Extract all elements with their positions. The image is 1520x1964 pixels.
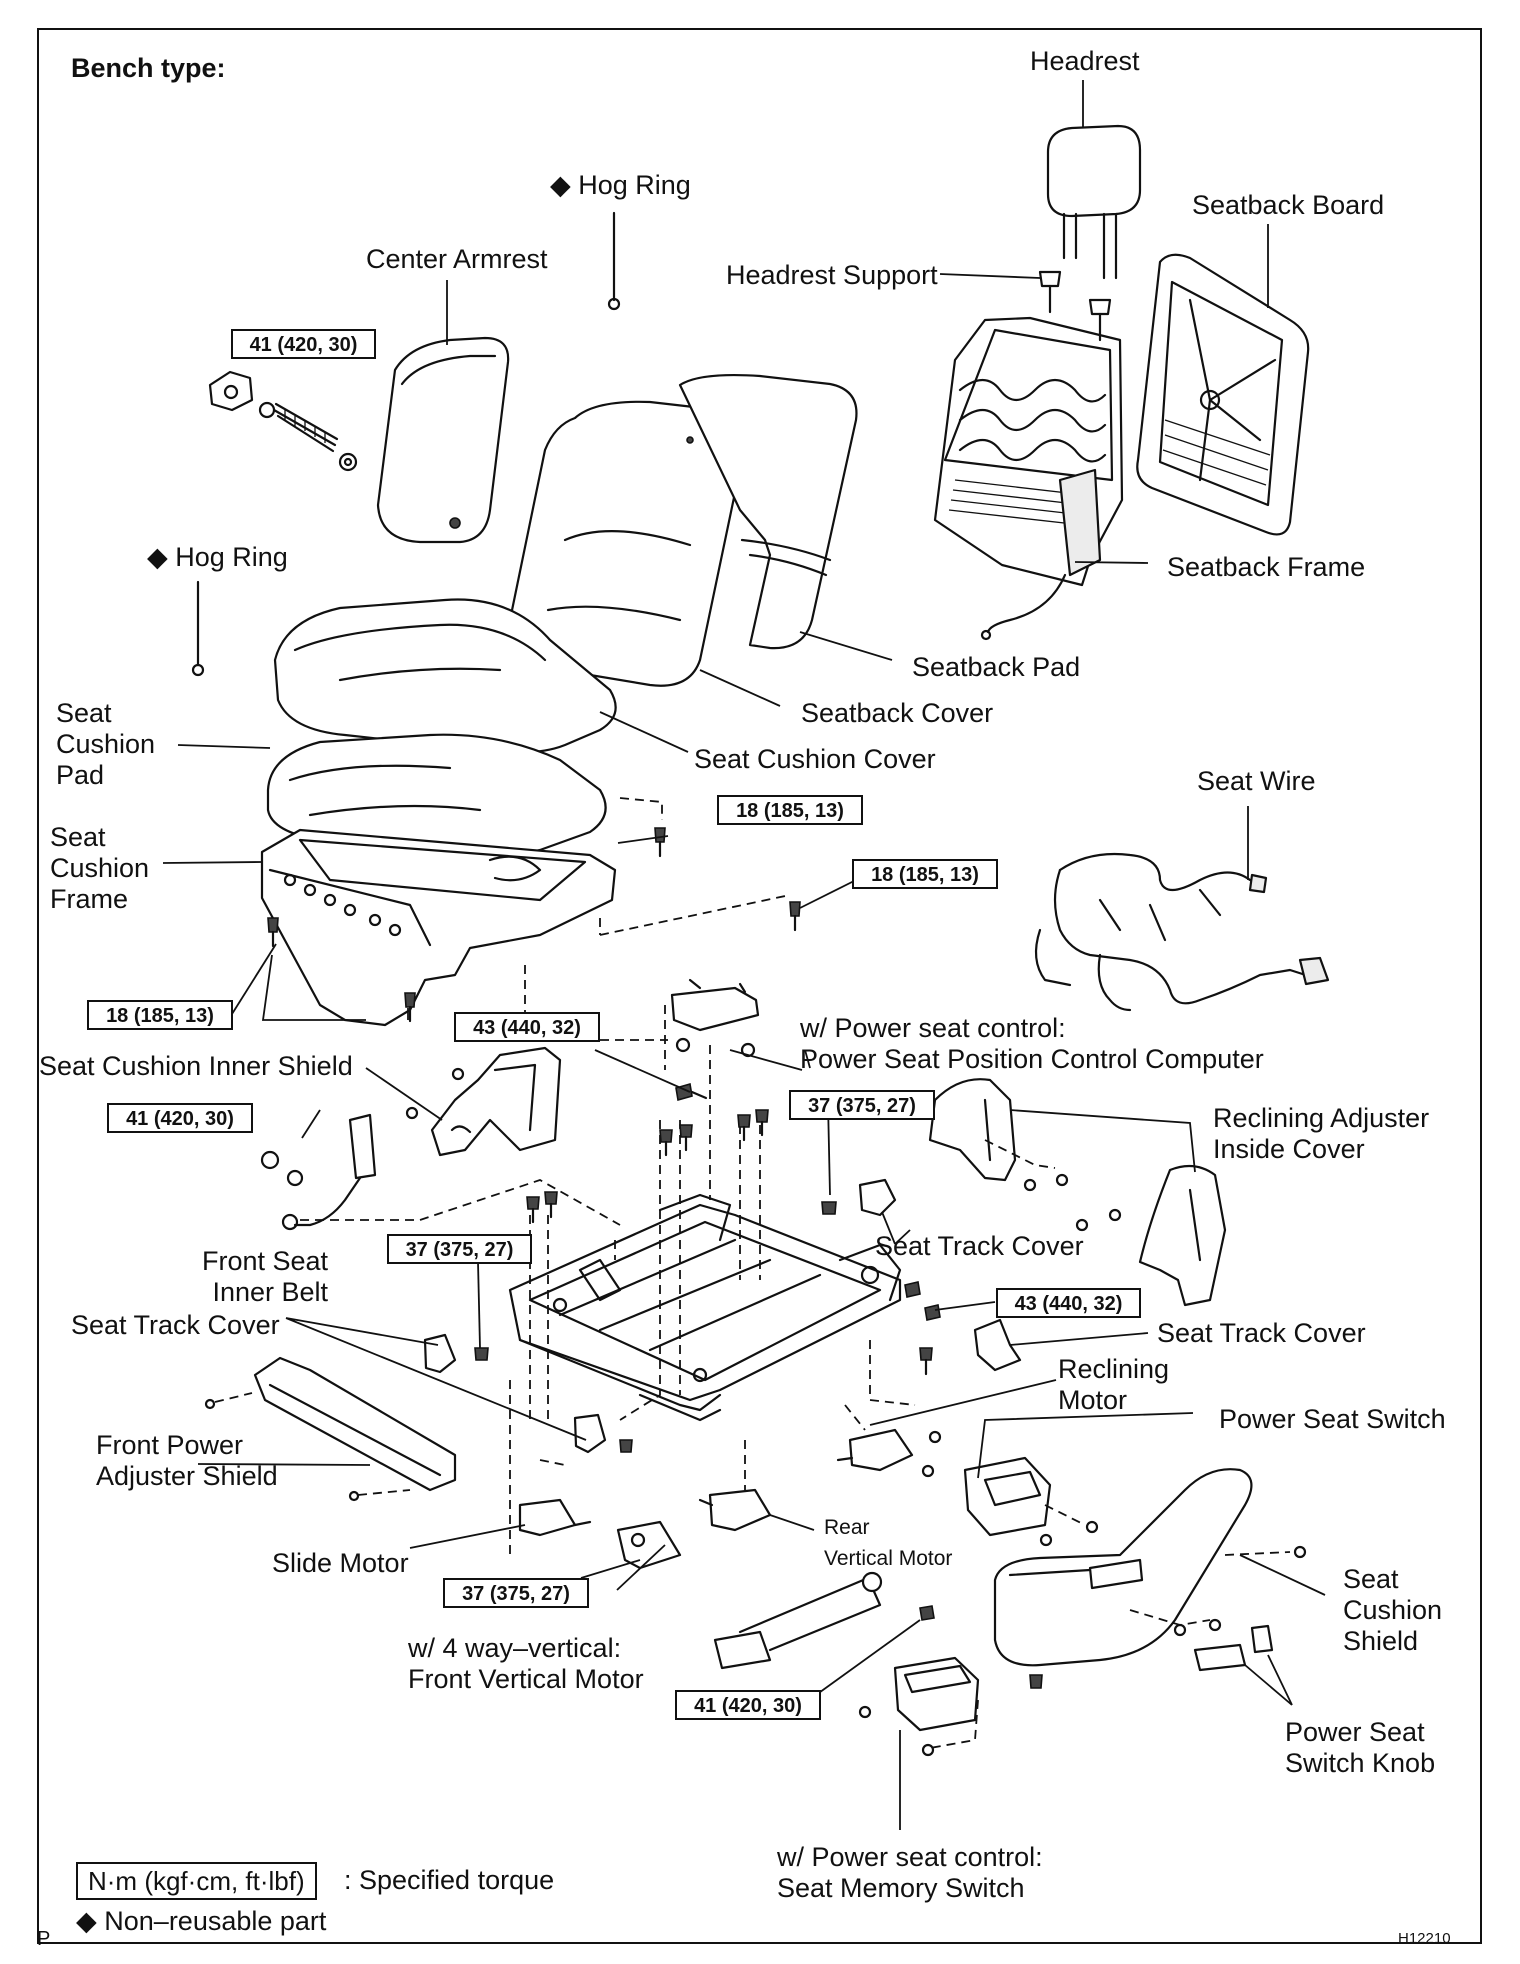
leader-lines: [162, 80, 1326, 1830]
torque-cushion-c: 18 (185, 13): [87, 1000, 233, 1030]
hog-ring-left-part: [191, 580, 205, 677]
torque-track-c: 37 (375, 27): [387, 1234, 532, 1264]
seat-cushion-inner-shield-part: [405, 1046, 562, 1157]
torque-buckle: 41 (420, 30): [675, 1690, 821, 1720]
label-seat-cushion-frame: Seat Cushion Frame: [50, 822, 150, 914]
rear-vertical-motor-part: [698, 1488, 772, 1532]
label-seatback-cover: Seatback Cover: [801, 698, 994, 728]
label-seat-track-cover-left: Seat Track Cover: [71, 1310, 280, 1340]
torque-armrest: 41 (420, 30): [231, 329, 376, 359]
legend-nonreusable: ◆ Non–reusable part: [76, 1906, 327, 1936]
label-power-seat-position-computer: w/ Power seat control: Power Seat Positi…: [800, 1013, 1264, 1074]
front-vertical-motor-part: [616, 1520, 682, 1570]
label-headrest-support: Headrest Support: [726, 260, 938, 290]
front-power-adjuster-shield-part: [204, 1356, 457, 1502]
front-seat-inner-belt-part: [260, 1113, 377, 1231]
slide-motor-part: [518, 1498, 592, 1537]
seat-memory-switch-part: [858, 1656, 1043, 1757]
corner-mark: P: [37, 1928, 51, 1950]
label-front-seat-inner-belt: Front Seat Inner Belt: [202, 1246, 329, 1307]
torque-cushion-b: 18 (185, 13): [852, 859, 998, 889]
seat-track-frame-part: [508, 1193, 902, 1422]
power-seat-switch-knob-parts: [1193, 1624, 1274, 1672]
label-seatback-frame: Seatback Frame: [1167, 552, 1366, 582]
legend-unit-text: : Specified torque: [344, 1865, 555, 1895]
diagram-frame: [37, 28, 1482, 1944]
torque-belt: 41 (420, 30): [107, 1103, 253, 1133]
label-seat-wire: Seat Wire: [1197, 766, 1316, 796]
power-seat-computer-part: [670, 978, 760, 1058]
seat-cushion-frame-part: [260, 828, 617, 1027]
label-center-armrest: Center Armrest: [366, 244, 548, 274]
label-seat-track-cover-mid: Seat Track Cover: [875, 1231, 1084, 1261]
label-front-power-adjuster-shield: Front Power Adjuster Shield: [96, 1430, 278, 1491]
label-seat-track-cover-right: Seat Track Cover: [1157, 1318, 1366, 1348]
seat-track-cover-parts: [423, 1178, 1022, 1454]
seatback-pad-part: [678, 373, 858, 650]
label-slide-motor: Slide Motor: [272, 1548, 409, 1578]
torque-cushion-a: 18 (185, 13): [717, 795, 863, 825]
label-seatback-board: Seatback Board: [1192, 190, 1385, 220]
label-headrest: Headrest: [1030, 46, 1140, 76]
armrest-bolt-parts: [208, 370, 358, 472]
label-hog-ring-top: ◆ Hog Ring: [550, 170, 691, 200]
reclining-adjuster-covers: [928, 1078, 1227, 1307]
hog-ring-top-part: [607, 211, 621, 311]
label-hog-ring-left: ◆ Hog Ring: [147, 542, 288, 572]
torque-track-b: 37 (375, 27): [789, 1090, 935, 1120]
label-reclining-motor: Reclining Motor: [1058, 1354, 1170, 1415]
headrest-part: [1046, 124, 1142, 280]
seatback-board-part: [1136, 253, 1310, 536]
label-seat-cushion-pad: Seat Cushion Pad: [56, 698, 156, 790]
label-reclining-adjuster-inside-cover: Reclining Adjuster Inside Cover: [1213, 1103, 1430, 1164]
label-seatback-pad: Seatback Pad: [912, 652, 1081, 682]
power-seat-switch-part: [963, 1456, 1099, 1547]
seat-cushion-shield-part: [993, 1468, 1307, 1667]
label-seat-memory-switch: w/ Power seat control: Seat Memory Switc…: [777, 1842, 1043, 1903]
figure-id: H12210: [1398, 1930, 1451, 1947]
reclining-motor-part: [836, 1404, 942, 1478]
page-title: Bench type:: [71, 53, 226, 83]
legend-unit-box: N·m (kgf·cm, ft·lbf): [76, 1862, 317, 1900]
label-rear-vertical-motor: Rear Vertical Motor: [824, 1516, 953, 1570]
seat-wire-part: [1034, 852, 1330, 1012]
label-seat-cushion-inner-shield: Seat Cushion Inner Shield: [39, 1051, 353, 1081]
torque-track-a: 43 (440, 32): [454, 1012, 600, 1042]
label-power-seat-switch-knob: Power Seat Switch Knob: [1285, 1717, 1436, 1778]
center-armrest-part: [376, 336, 510, 544]
label-power-seat-switch: Power Seat Switch: [1219, 1404, 1446, 1434]
torque-front-motor: 37 (375, 27): [443, 1578, 589, 1608]
label-seat-cushion-shield: Seat Cushion Shield: [1343, 1564, 1443, 1656]
seatback-frame-part: [933, 316, 1124, 641]
label-front-vertical-motor: w/ 4 way–vertical: Front Vertical Motor: [408, 1633, 644, 1694]
label-seat-cushion-cover: Seat Cushion Cover: [694, 744, 936, 774]
torque-recliner: 43 (440, 32): [996, 1288, 1141, 1318]
seat-belt-buckle-part: [713, 1571, 935, 1670]
seatback-cover-part: [508, 400, 747, 687]
seat-cushion-cover-part: [273, 598, 617, 754]
